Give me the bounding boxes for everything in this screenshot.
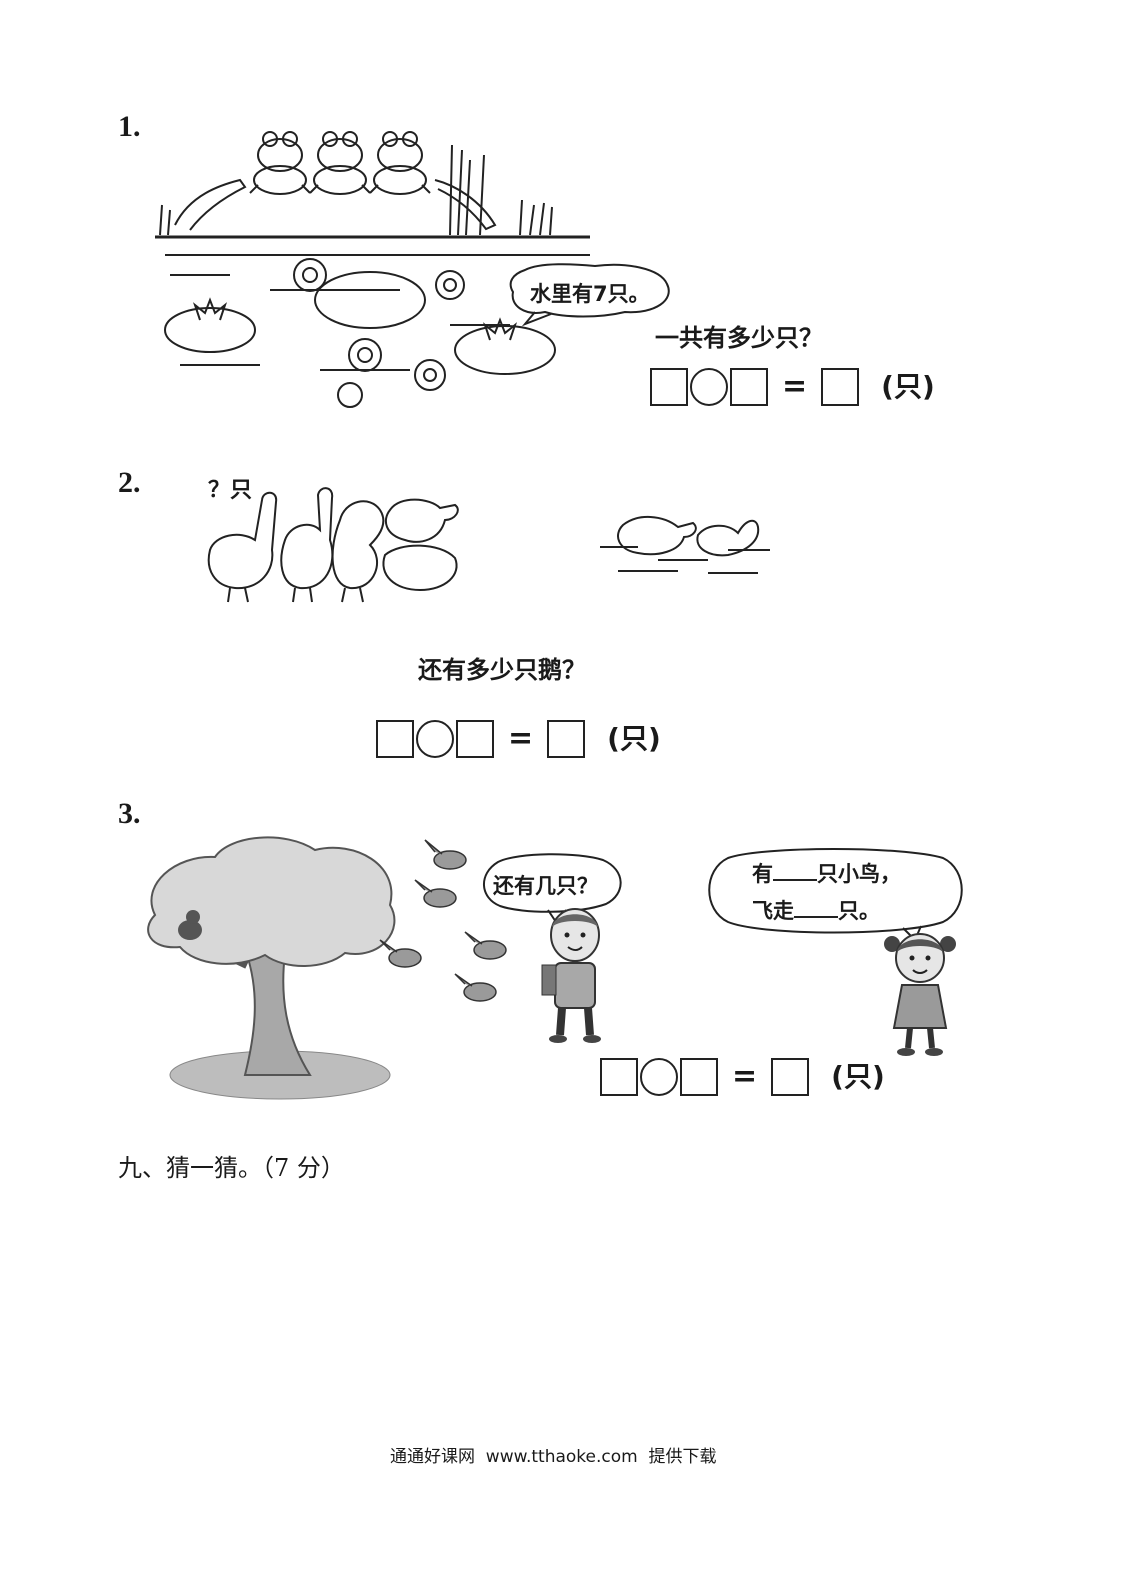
girl-illustration: [884, 933, 956, 1056]
bird-icon: [414, 879, 457, 908]
speech-bubble-shape: [509, 263, 670, 327]
q1-question-text: 一共有多少只？: [655, 324, 823, 352]
question-1-number: 1.: [118, 110, 141, 143]
flying-birds-illustration: [379, 839, 507, 1002]
q2-equation: = (只): [376, 720, 661, 758]
unit-label: (只): [607, 722, 661, 755]
equals-sign: =: [782, 369, 808, 404]
boy-speech-text: 还有几只？: [493, 874, 598, 898]
goose-icon: [207, 491, 278, 590]
boy-illustration: [541, 908, 601, 1043]
q1-speech-text: 水里有7只。: [530, 282, 650, 306]
q3-equation: = (只): [600, 1058, 885, 1096]
unit-label: (只): [881, 370, 935, 403]
page-footer: 通通好课网 www.tthaoke.com 提供下载: [390, 1447, 717, 1467]
q1-equation: = (只): [650, 368, 935, 406]
answer-box[interactable]: [650, 368, 688, 406]
girl-speech-bubble-shape: [708, 848, 963, 942]
section-9-heading: 九、猜一猜。（7 分）: [118, 1154, 345, 1182]
answer-box[interactable]: [600, 1058, 638, 1096]
result-box[interactable]: [821, 368, 860, 406]
tree-illustration: [147, 836, 396, 1100]
bird-icon: [424, 839, 467, 870]
q2-unknown-tag: ？只: [208, 478, 253, 503]
goose-icon: [382, 544, 458, 592]
frog-icon: [249, 131, 311, 195]
answer-box[interactable]: [456, 720, 494, 758]
unit-label: (只): [831, 1060, 885, 1093]
equals-sign: =: [732, 1059, 758, 1094]
fill-blank[interactable]: [773, 859, 817, 881]
goose-icon: [617, 516, 697, 556]
bird-icon: [379, 939, 422, 968]
question-2-number: 2.: [118, 466, 141, 499]
geese-group-illustration: [207, 487, 459, 603]
goose-icon: [331, 500, 385, 590]
pond-frogs-illustration: [155, 131, 590, 408]
question-3-number: 3.: [118, 797, 141, 830]
answer-box[interactable]: [730, 368, 768, 406]
frog-icon: [309, 131, 371, 195]
goose-icon: [696, 519, 760, 557]
operator-circle[interactable]: [416, 720, 454, 758]
operator-circle[interactable]: [690, 368, 728, 406]
fill-blank[interactable]: [794, 896, 838, 918]
result-box[interactable]: [547, 720, 586, 758]
goose-icon: [384, 498, 459, 543]
goose-icon: [280, 487, 334, 590]
swimming-geese-illustration: [600, 516, 770, 574]
result-box[interactable]: [771, 1058, 810, 1096]
operator-circle[interactable]: [640, 1058, 678, 1096]
equals-sign: =: [508, 721, 534, 756]
girl-speech-line-2: 飞走只。: [752, 895, 880, 925]
answer-box[interactable]: [680, 1058, 718, 1096]
q2-question-text: 还有多少只鹅？: [418, 656, 586, 684]
answer-box[interactable]: [376, 720, 414, 758]
bird-icon: [464, 931, 507, 960]
bird-icon: [454, 973, 497, 1002]
girl-speech-line-1: 有只小鸟，: [752, 858, 901, 888]
frog-icon: [369, 131, 431, 195]
